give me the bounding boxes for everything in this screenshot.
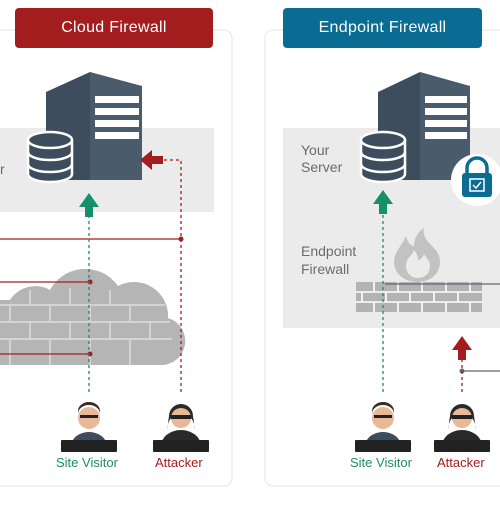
database-icon (26, 130, 74, 184)
brick-wall-icon (0, 288, 172, 365)
arrow-left-icon (140, 150, 163, 170)
lock-icon (451, 154, 500, 206)
database-icon (359, 130, 407, 184)
endpoint-firewall-label-line1: Endpoint (301, 243, 357, 259)
endpoint-attacker-label: Attacker (437, 455, 485, 470)
cloud-firewall-title: Cloud Firewall (61, 19, 167, 36)
endpoint-site-visitor-label: Site Visitor (350, 455, 412, 470)
attacker-path (160, 159, 182, 392)
site-visitor-icon (355, 402, 411, 452)
arrow-up-icon (79, 193, 99, 217)
cloud-attacker-label: Attacker (155, 455, 203, 470)
site-visitor-icon (61, 402, 117, 452)
cloud-firewall-header (15, 8, 213, 48)
brick-wall-icon (356, 282, 482, 312)
cloud-site-visitor-label: Site Visitor (56, 455, 118, 470)
endpoint-firewall-title: Endpoint Firewall (318, 19, 447, 36)
attacker-icon (434, 404, 490, 452)
your-server-label-line1: Your (301, 142, 330, 158)
threat-route-lines (0, 238, 181, 355)
endpoint-firewall-panel (264, 29, 500, 487)
cloud-icon (0, 269, 186, 366)
cloud-firewall-panel (0, 29, 233, 487)
attacker-icon (153, 404, 209, 452)
cloud-server-label: r (0, 161, 5, 177)
endpoint-firewall-header (283, 8, 482, 48)
arrow-up-icon (452, 336, 472, 360)
endpoint-firewall-label-line2: Firewall (301, 261, 350, 277)
arrow-up-icon (373, 190, 393, 214)
flame-icon (394, 228, 440, 282)
your-server-label-line2: Server (301, 159, 343, 175)
